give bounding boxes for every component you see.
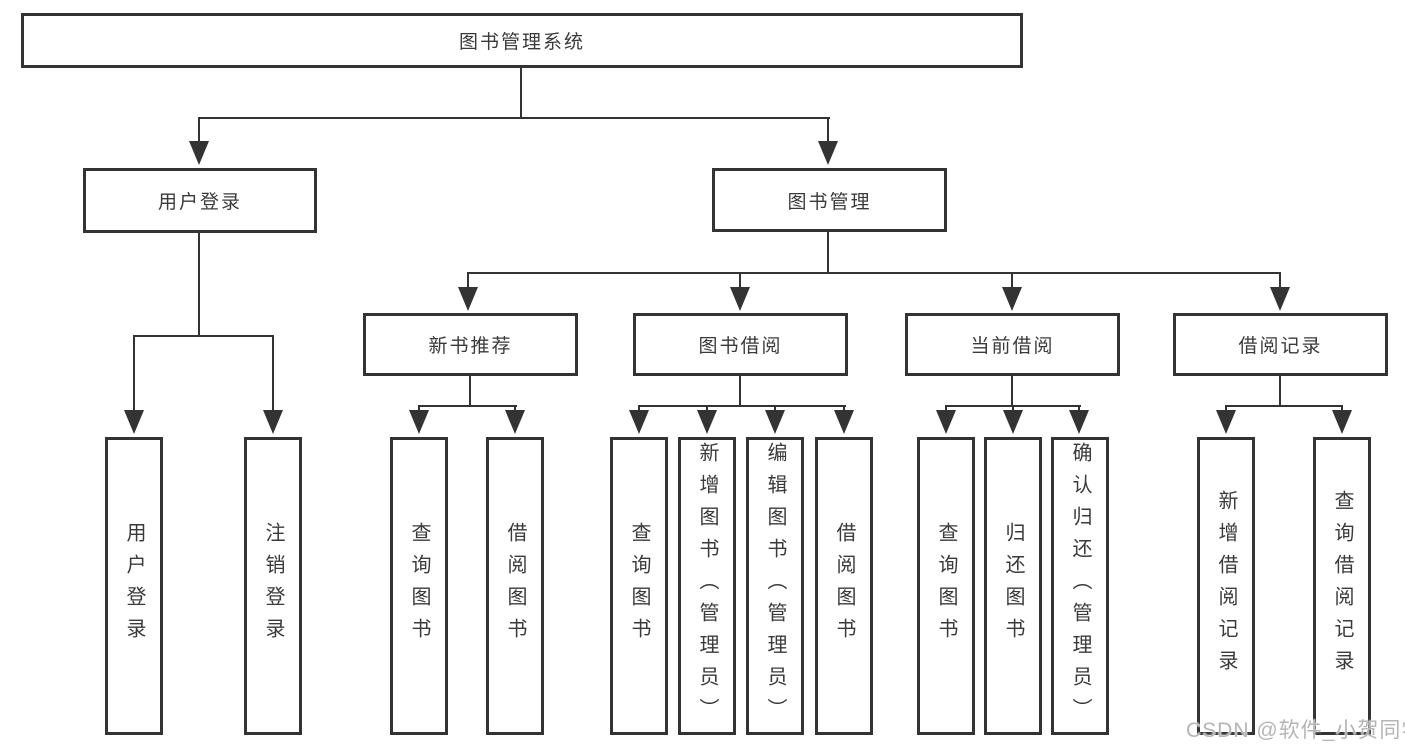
edge-user-login-trunk: [198, 233, 200, 337]
node-leaf-query-book-2-label: 查询图书: [628, 522, 650, 650]
edge-to-leaf-borrow2: [843, 405, 845, 412]
node-leaf-user-login-label: 用户登录: [123, 522, 145, 650]
edge-to-leaf-edit-book: [774, 405, 776, 412]
node-leaf-add-borrow-record: 新增借阅记录: [1197, 437, 1255, 735]
node-leaf-logout: 注销登录: [244, 437, 302, 735]
node-leaf-confirm-return-admin-label: 确认归还（管理员）: [1069, 442, 1091, 730]
arrowhead-new-book: [458, 287, 478, 311]
edge-book-mgmt-trunk: [827, 232, 829, 274]
edge-borrow-records-trunk: [1279, 376, 1281, 407]
node-current-borrow-label: 当前借阅: [970, 336, 1055, 357]
node-borrow-records: 借阅记录: [1173, 313, 1388, 376]
edge-root-to-user-login: [198, 117, 200, 143]
node-leaf-borrow-book-1-label: 借阅图书: [504, 522, 526, 650]
node-borrow-records-label: 借阅记录: [1238, 336, 1323, 357]
edge-to-leaf-query2: [638, 405, 640, 412]
node-user-login: 用户登录: [83, 168, 317, 233]
csdn-watermark: CSDN @软件_小贺同学: [1186, 719, 1405, 742]
node-book-borrow-label: 图书借阅: [698, 336, 783, 357]
arrowhead-leaf-confirm-return: [1069, 410, 1089, 434]
arrowhead-leaf-borrow2: [834, 410, 854, 434]
arrowhead-leaf-logout: [263, 410, 283, 434]
arrowhead-book-mgmt: [818, 141, 838, 165]
node-new-book: 新书推荐: [363, 313, 578, 376]
node-user-login-label: 用户登录: [157, 192, 242, 213]
node-root: 图书管理系统: [21, 13, 1023, 68]
node-book-mgmt: 图书管理: [712, 168, 947, 232]
node-leaf-edit-book-admin-label: 编辑图书（管理员）: [764, 442, 786, 730]
edge-to-new-book: [467, 272, 469, 289]
node-current-borrow: 当前借阅: [905, 313, 1120, 376]
edge-new-book-rail: [418, 405, 517, 407]
arrowhead-leaf-query1: [409, 410, 429, 434]
edge-to-borrow-records: [1279, 272, 1281, 289]
arrowhead-leaf-query2: [629, 410, 649, 434]
edge-root-trunk: [520, 68, 522, 118]
node-root-label: 图书管理系统: [458, 32, 585, 53]
node-leaf-add-borrow-record-label: 新增借阅记录: [1215, 490, 1237, 682]
arrowhead-leaf-add-book: [697, 410, 717, 434]
edge-to-leaf-return: [1012, 405, 1014, 412]
arrowhead-leaf-borrow1: [505, 410, 525, 434]
node-leaf-query-book-3: 查询图书: [917, 437, 975, 735]
node-leaf-query-borrow-record: 查询借阅记录: [1313, 437, 1371, 735]
node-leaf-user-login: 用户登录: [105, 437, 163, 735]
edge-to-current-borrow: [1011, 272, 1013, 289]
edge-book-borrow-rail: [638, 405, 846, 407]
node-new-book-label: 新书推荐: [428, 336, 513, 357]
edge-to-leaf-login: [133, 335, 135, 412]
arrowhead-user-login: [189, 141, 209, 165]
edge-user-login-rail: [133, 335, 274, 337]
edge-new-book-trunk: [469, 376, 471, 407]
node-leaf-borrow-book-2-label: 借阅图书: [833, 522, 855, 650]
node-leaf-confirm-return-admin: 确认归还（管理员）: [1051, 437, 1109, 735]
node-leaf-return-book: 归还图书: [984, 437, 1042, 735]
arrowhead-current-borrow: [1002, 287, 1022, 311]
node-leaf-query-borrow-record-label: 查询借阅记录: [1331, 490, 1353, 682]
arrowhead-leaf-query3: [936, 410, 956, 434]
node-leaf-edit-book-admin: 编辑图书（管理员）: [746, 437, 804, 735]
edge-to-leaf-add-record: [1225, 405, 1227, 412]
edge-to-leaf-logout: [272, 335, 274, 412]
arrowhead-borrow-records: [1270, 287, 1290, 311]
edge-to-leaf-borrow1: [514, 405, 516, 412]
arrowhead-leaf-edit-book: [765, 410, 785, 434]
edge-root-rail: [198, 117, 830, 119]
edge-to-book-borrow: [739, 272, 741, 289]
arrowhead-leaf-query-record: [1332, 410, 1352, 434]
node-book-borrow: 图书借阅: [633, 313, 848, 376]
edge-to-leaf-query1: [418, 405, 420, 412]
arrowhead-leaf-return: [1003, 410, 1023, 434]
edge-book-borrow-trunk: [739, 376, 741, 407]
node-leaf-query-book-1: 查询图书: [390, 437, 448, 735]
arrowhead-leaf-login: [124, 410, 144, 434]
edge-borrow-records-rail: [1225, 405, 1343, 407]
node-leaf-add-book-admin: 新增图书（管理员）: [678, 437, 736, 735]
edge-book-mgmt-rail: [467, 272, 1281, 274]
node-book-mgmt-label: 图书管理: [787, 191, 872, 213]
edge-to-leaf-confirm-return: [1078, 405, 1080, 412]
arrowhead-book-borrow: [730, 287, 750, 311]
node-leaf-borrow-book-1: 借阅图书: [486, 437, 544, 735]
edge-to-leaf-query3: [945, 405, 947, 412]
edge-to-leaf-add-book: [706, 405, 708, 412]
node-leaf-query-book-3-label: 查询图书: [935, 522, 957, 650]
edge-to-leaf-query-record: [1341, 405, 1343, 412]
node-leaf-add-book-admin-label: 新增图书（管理员）: [696, 442, 718, 730]
node-leaf-logout-label: 注销登录: [262, 522, 284, 650]
node-leaf-query-book-2: 查询图书: [610, 437, 668, 735]
node-leaf-borrow-book-2: 借阅图书: [815, 437, 873, 735]
node-leaf-return-book-label: 归还图书: [1002, 522, 1024, 650]
edge-current-borrow-trunk: [1011, 376, 1013, 407]
edge-root-to-book-mgmt: [827, 117, 829, 143]
arrowhead-leaf-add-record: [1216, 410, 1236, 434]
node-leaf-query-book-1-label: 查询图书: [408, 522, 430, 650]
